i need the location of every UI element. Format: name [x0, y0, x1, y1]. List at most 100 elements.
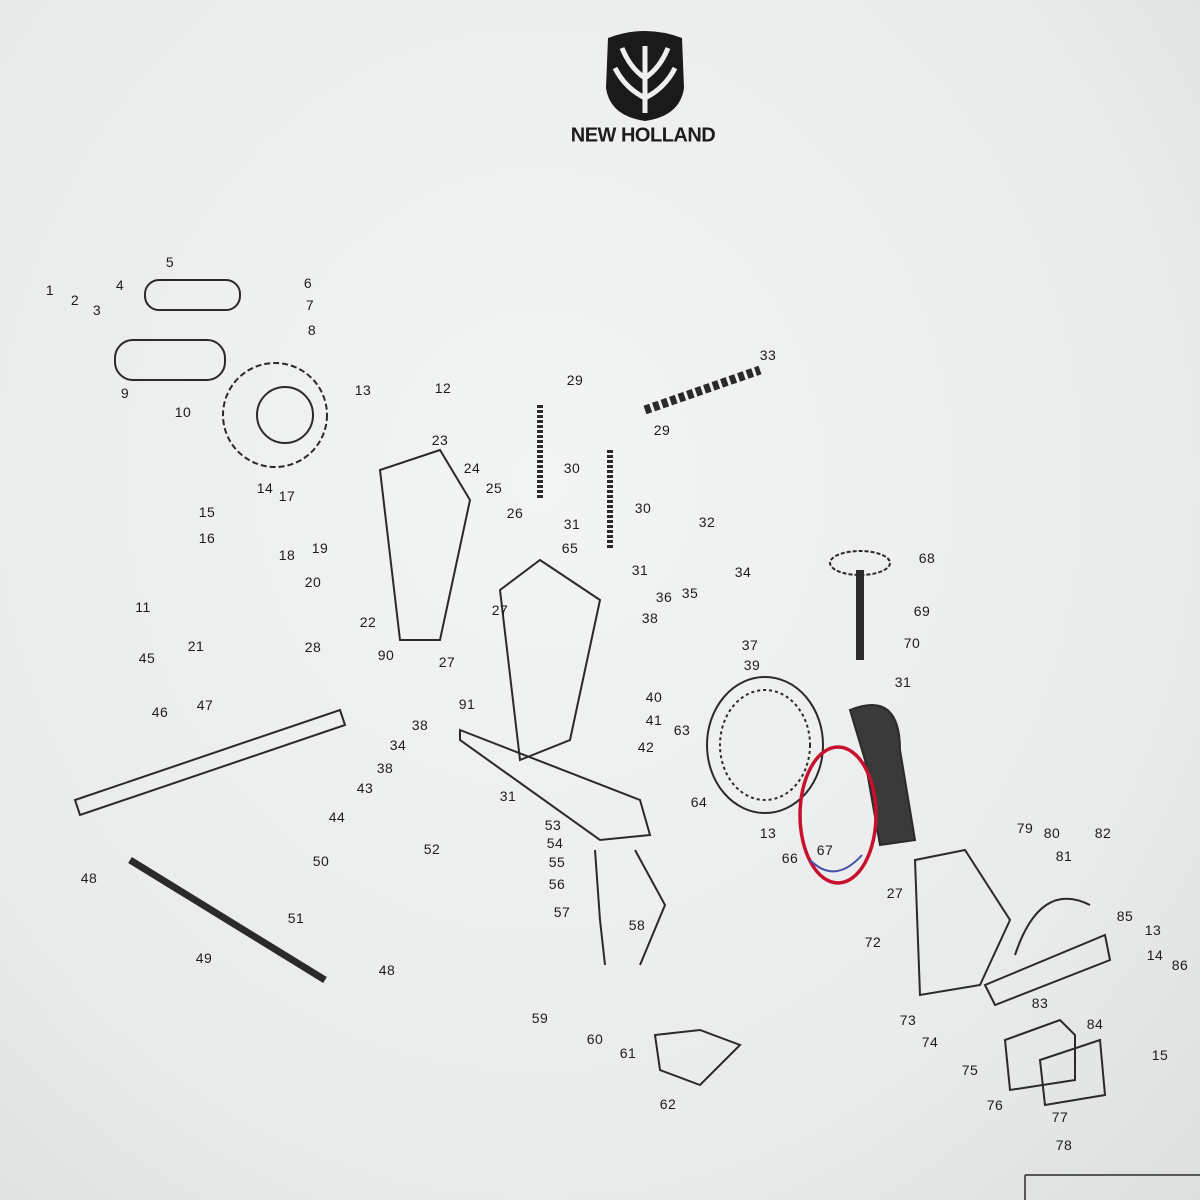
part-label-81: 81: [1055, 848, 1073, 864]
part-label-14: 14: [256, 480, 274, 496]
part-label-73: 73: [899, 1012, 917, 1028]
part-label-69: 69: [913, 603, 931, 619]
part-label-67: 67: [816, 842, 834, 858]
highlight-circle: [798, 745, 878, 885]
part-label-31: 31: [631, 562, 649, 578]
part-label-65: 65: [561, 540, 579, 556]
part-label-3: 3: [92, 302, 102, 318]
part-label-83: 83: [1031, 995, 1049, 1011]
part-label-45: 45: [138, 650, 156, 666]
part-label-17: 17: [278, 488, 296, 504]
part-label-74: 74: [921, 1034, 939, 1050]
part-label-42: 42: [637, 739, 655, 755]
part-label-11: 11: [135, 599, 151, 615]
part-label-46: 46: [151, 704, 169, 720]
part-label-28: 28: [304, 639, 322, 655]
part-label-30: 30: [563, 460, 581, 476]
part-label-10: 10: [174, 404, 192, 420]
part-label-90: 90: [377, 647, 395, 663]
part-label-44: 44: [328, 809, 346, 825]
part-label-61: 61: [619, 1045, 637, 1061]
part-label-77: 77: [1051, 1109, 1069, 1125]
part-label-32: 32: [698, 514, 716, 530]
part-label-51: 51: [287, 910, 305, 926]
part-label-79: 79: [1016, 820, 1034, 836]
part-label-57: 57: [553, 904, 571, 920]
part-label-27: 27: [886, 885, 904, 901]
part-label-31: 31: [894, 674, 912, 690]
part-label-22: 22: [359, 614, 377, 630]
part-label-49: 49: [195, 950, 213, 966]
part-label-38: 38: [641, 610, 659, 626]
part-label-25: 25: [485, 480, 503, 496]
part-label-75: 75: [961, 1062, 979, 1078]
part-label-84: 84: [1086, 1016, 1104, 1032]
part-label-31: 31: [563, 516, 581, 532]
part-label-15: 15: [1151, 1047, 1169, 1063]
part-label-12: 12: [434, 380, 452, 396]
part-label-64: 64: [690, 794, 708, 810]
part-label-47: 47: [196, 697, 214, 713]
part-label-33: 33: [759, 347, 777, 363]
part-label-27: 27: [491, 602, 509, 618]
part-label-5: 5: [165, 254, 175, 270]
part-label-38: 38: [411, 717, 429, 733]
part-label-4: 4: [115, 277, 125, 293]
part-label-55: 55: [548, 854, 566, 870]
part-label-9: 9: [120, 385, 130, 401]
part-label-2: 2: [70, 292, 80, 308]
part-label-41: 41: [645, 712, 663, 728]
part-label-19: 19: [311, 540, 329, 556]
part-label-66: 66: [781, 850, 799, 866]
part-label-37: 37: [741, 637, 759, 653]
part-label-52: 52: [423, 841, 441, 857]
part-label-23: 23: [431, 432, 449, 448]
part-label-31: 31: [499, 788, 517, 804]
part-label-8: 8: [307, 322, 317, 338]
part-label-29: 29: [653, 422, 671, 438]
part-label-68: 68: [918, 550, 936, 566]
part-label-43: 43: [356, 780, 374, 796]
part-label-70: 70: [903, 635, 921, 651]
new-holland-leaf-logo-icon: [606, 31, 684, 121]
part-label-27: 27: [438, 654, 456, 670]
part-label-80: 80: [1043, 825, 1061, 841]
brand-name: NEW HOLLAND: [570, 124, 716, 147]
part-label-78: 78: [1055, 1137, 1073, 1153]
part-label-15: 15: [198, 504, 216, 520]
part-label-20: 20: [304, 574, 322, 590]
part-label-34: 34: [734, 564, 752, 580]
pen-mark: [809, 854, 863, 873]
part-label-39: 39: [743, 657, 761, 673]
part-label-35: 35: [681, 585, 699, 601]
part-label-30: 30: [634, 500, 652, 516]
part-label-48: 48: [80, 870, 98, 886]
part-label-40: 40: [645, 689, 663, 705]
part-label-1: 1: [45, 282, 55, 298]
part-label-60: 60: [586, 1031, 604, 1047]
part-label-16: 16: [198, 530, 216, 546]
part-label-29: 29: [566, 372, 584, 388]
part-label-48: 48: [378, 962, 396, 978]
part-label-21: 21: [187, 638, 205, 654]
part-label-85: 85: [1116, 908, 1134, 924]
part-label-91: 91: [458, 696, 476, 712]
part-label-86: 86: [1171, 957, 1189, 973]
part-label-6: 6: [303, 275, 313, 291]
part-label-53: 53: [544, 817, 562, 833]
part-label-82: 82: [1094, 825, 1112, 841]
part-label-18: 18: [278, 547, 296, 563]
part-label-36: 36: [655, 589, 673, 605]
part-label-13: 13: [1144, 922, 1162, 938]
part-label-13: 13: [759, 825, 777, 841]
part-label-54: 54: [546, 835, 564, 851]
part-label-13: 13: [354, 382, 372, 398]
part-label-38: 38: [376, 760, 394, 776]
part-label-76: 76: [986, 1097, 1004, 1113]
part-label-63: 63: [673, 722, 691, 738]
part-label-58: 58: [628, 917, 646, 933]
part-label-62: 62: [659, 1096, 677, 1112]
part-label-24: 24: [463, 460, 481, 476]
part-label-59: 59: [531, 1010, 549, 1026]
